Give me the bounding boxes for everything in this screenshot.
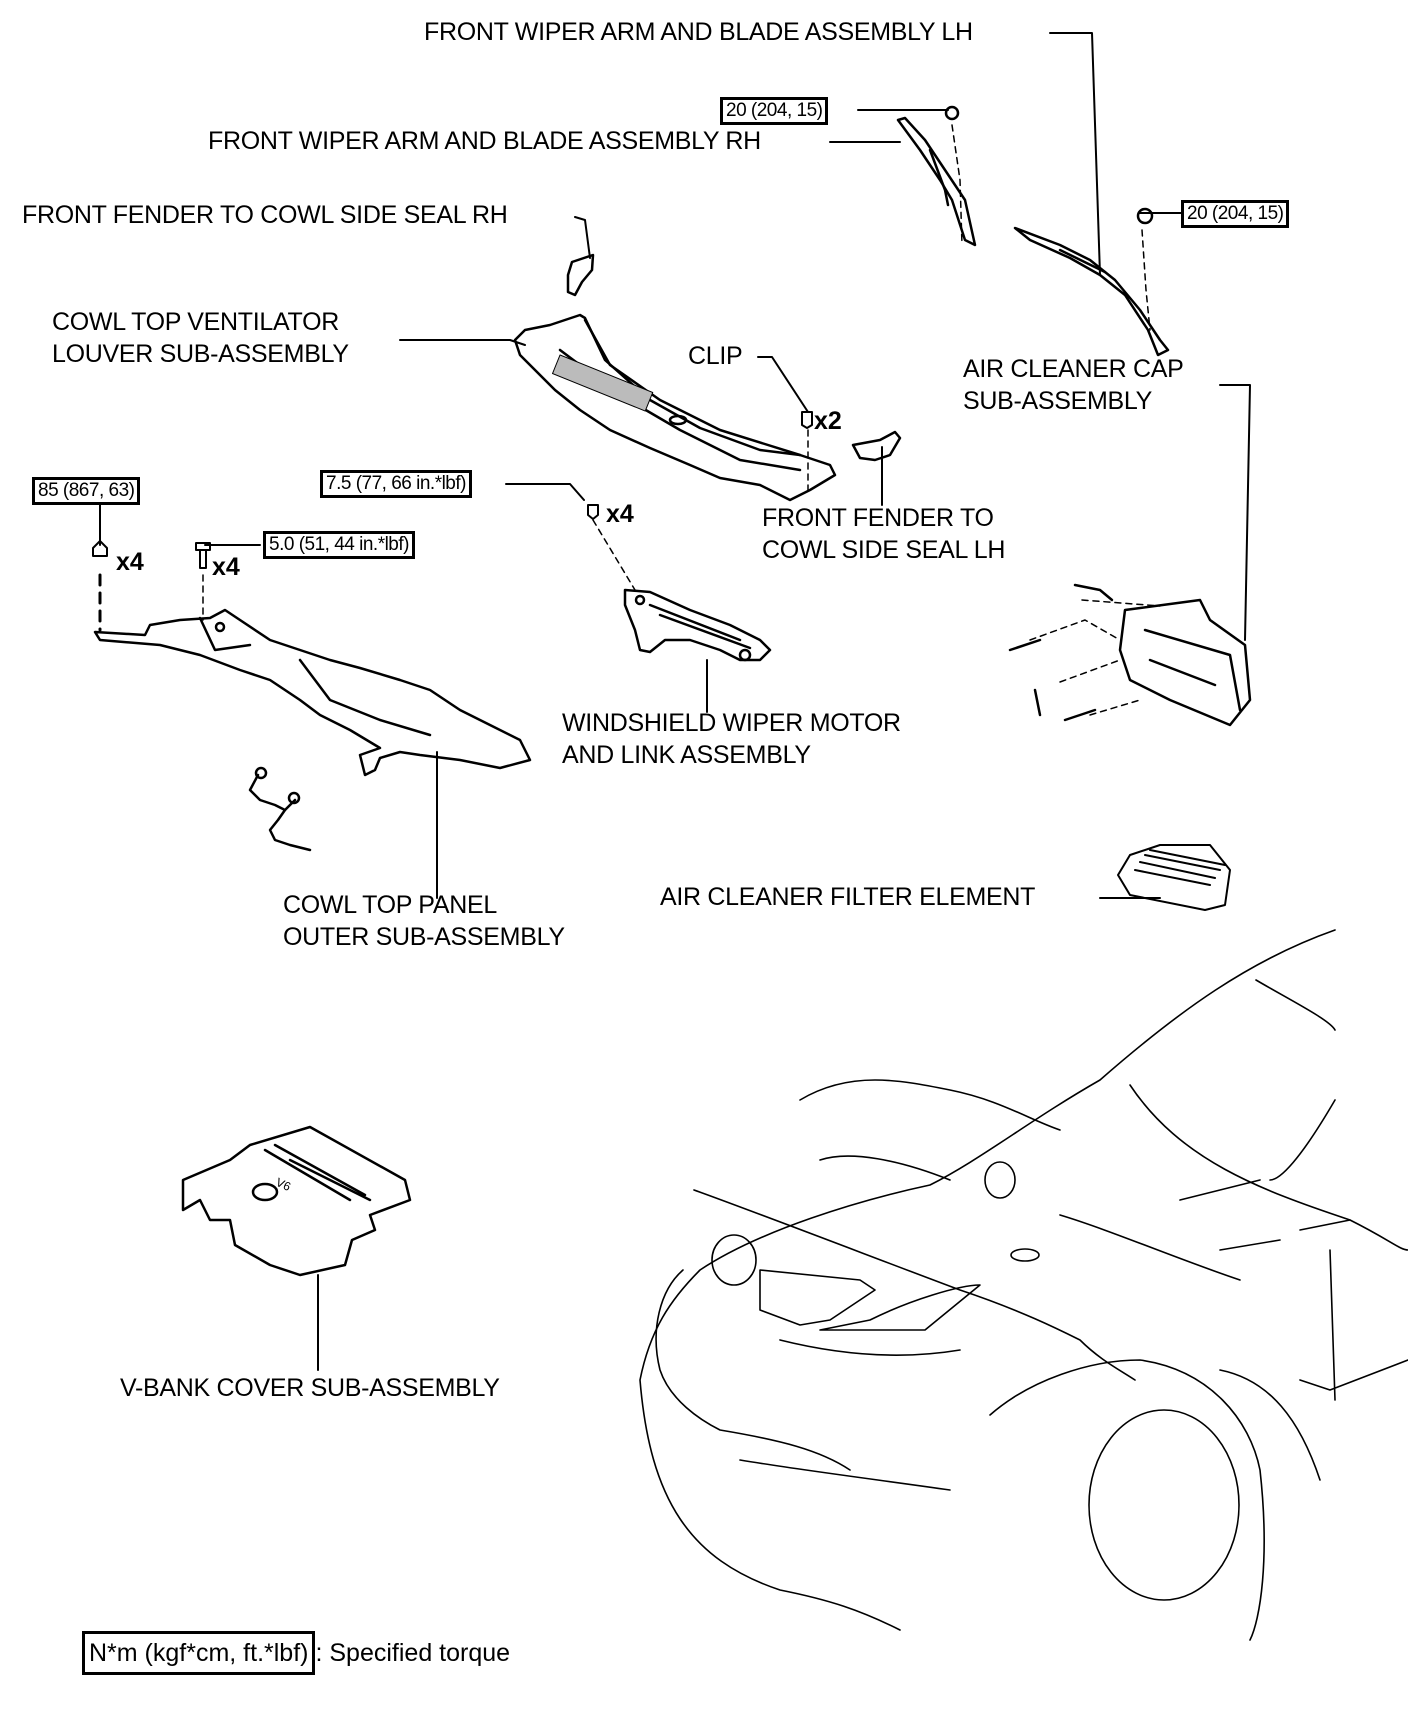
- cowl-panel-drawing: [93, 608, 532, 777]
- legend-description: : Specified torque: [315, 1639, 511, 1667]
- label-clip: CLIP: [688, 342, 743, 370]
- leader-lines: [99, 32, 1251, 1371]
- vehicle-outline-drawing: [639, 929, 1408, 1641]
- label-air-cap-line1: AIR CLEANER CAP: [963, 355, 1184, 383]
- torque-wiper-rh-nut: 20 (204, 15): [720, 97, 829, 125]
- label-louver-line1: COWL TOP VENTILATOR: [52, 308, 339, 336]
- label-wiper-lh: FRONT WIPER ARM AND BLADE ASSEMBLY LH: [424, 18, 973, 46]
- harness-drawing: [248, 766, 312, 852]
- leader-wiper-lh: [1049, 32, 1101, 276]
- air-filter-drawing: [1117, 844, 1231, 911]
- label-air-cap-line2: SUB-ASSEMBLY: [963, 387, 1153, 415]
- air-cleaner-cap-drawing: [1008, 583, 1252, 727]
- torque-wiper-lh-nut: 20 (204, 15): [1181, 200, 1290, 228]
- seal-rh-drawing: [566, 253, 595, 297]
- label-seal-rh: FRONT FENDER TO COWL SIDE SEAL RH: [22, 201, 508, 229]
- torque-wiper-motor-bolt: 7.5 (77, 66 in.*lbf): [320, 470, 472, 498]
- label-filter: AIR CLEANER FILTER ELEMENT: [660, 883, 1036, 911]
- leader-wiper-motor: [505, 483, 585, 501]
- label-seal-lh-line2: COWL SIDE SEAL LH: [762, 536, 1006, 564]
- clip-drawing: [801, 411, 813, 429]
- wiper-rh-drawing: [896, 105, 977, 247]
- label-wiper-rh: FRONT WIPER ARM AND BLADE ASSEMBLY RH: [208, 127, 761, 155]
- leader-clip: [757, 356, 809, 413]
- torque-cowl-panel-bolt: 5.0 (51, 44 in.*lbf): [263, 531, 415, 559]
- label-louver-line2: LOUVER SUB-ASSEMBLY: [52, 340, 349, 368]
- qty-cowl-panel-bolt: x4: [212, 553, 240, 581]
- torque-legend: N*m (kgf*cm, ft.*lbf): Specified torque: [82, 1631, 510, 1675]
- label-seal-lh-line1: FRONT FENDER TO: [762, 504, 994, 532]
- leader-air-cap: [1219, 384, 1251, 641]
- qty-cowl-panel-nut: x4: [116, 548, 144, 576]
- torque-cowl-panel-nut: 85 (867, 63): [32, 477, 141, 505]
- leader-seal-rh: [574, 216, 591, 259]
- label-wiper-motor-line1: WINDSHIELD WIPER MOTOR: [562, 709, 901, 737]
- qty-wiper-motor-bolt: x4: [606, 500, 634, 528]
- seal-lh-drawing: [851, 430, 902, 462]
- qty-clip: x2: [814, 407, 842, 435]
- label-wiper-motor-line2: AND LINK ASSEMBLY: [562, 741, 811, 769]
- legend-unit-box: N*m (kgf*cm, ft.*lbf): [82, 1631, 316, 1675]
- wiper-lh-drawing: [1013, 207, 1170, 357]
- v6-badge: V6: [274, 1175, 294, 1194]
- label-cowl-panel-line1: COWL TOP PANEL: [283, 891, 497, 919]
- leader-louver: [399, 339, 526, 346]
- louver-drawing: [513, 313, 837, 502]
- install-guides: [98, 124, 1161, 716]
- label-vbank: V-BANK COVER SUB-ASSEMBLY: [120, 1374, 500, 1402]
- fasteners: [92, 504, 599, 569]
- wiper-motor-drawing: [623, 588, 772, 662]
- vbank-cover-drawing: V6: [181, 1125, 412, 1277]
- label-cowl-panel-line2: OUTER SUB-ASSEMBLY: [283, 923, 565, 951]
